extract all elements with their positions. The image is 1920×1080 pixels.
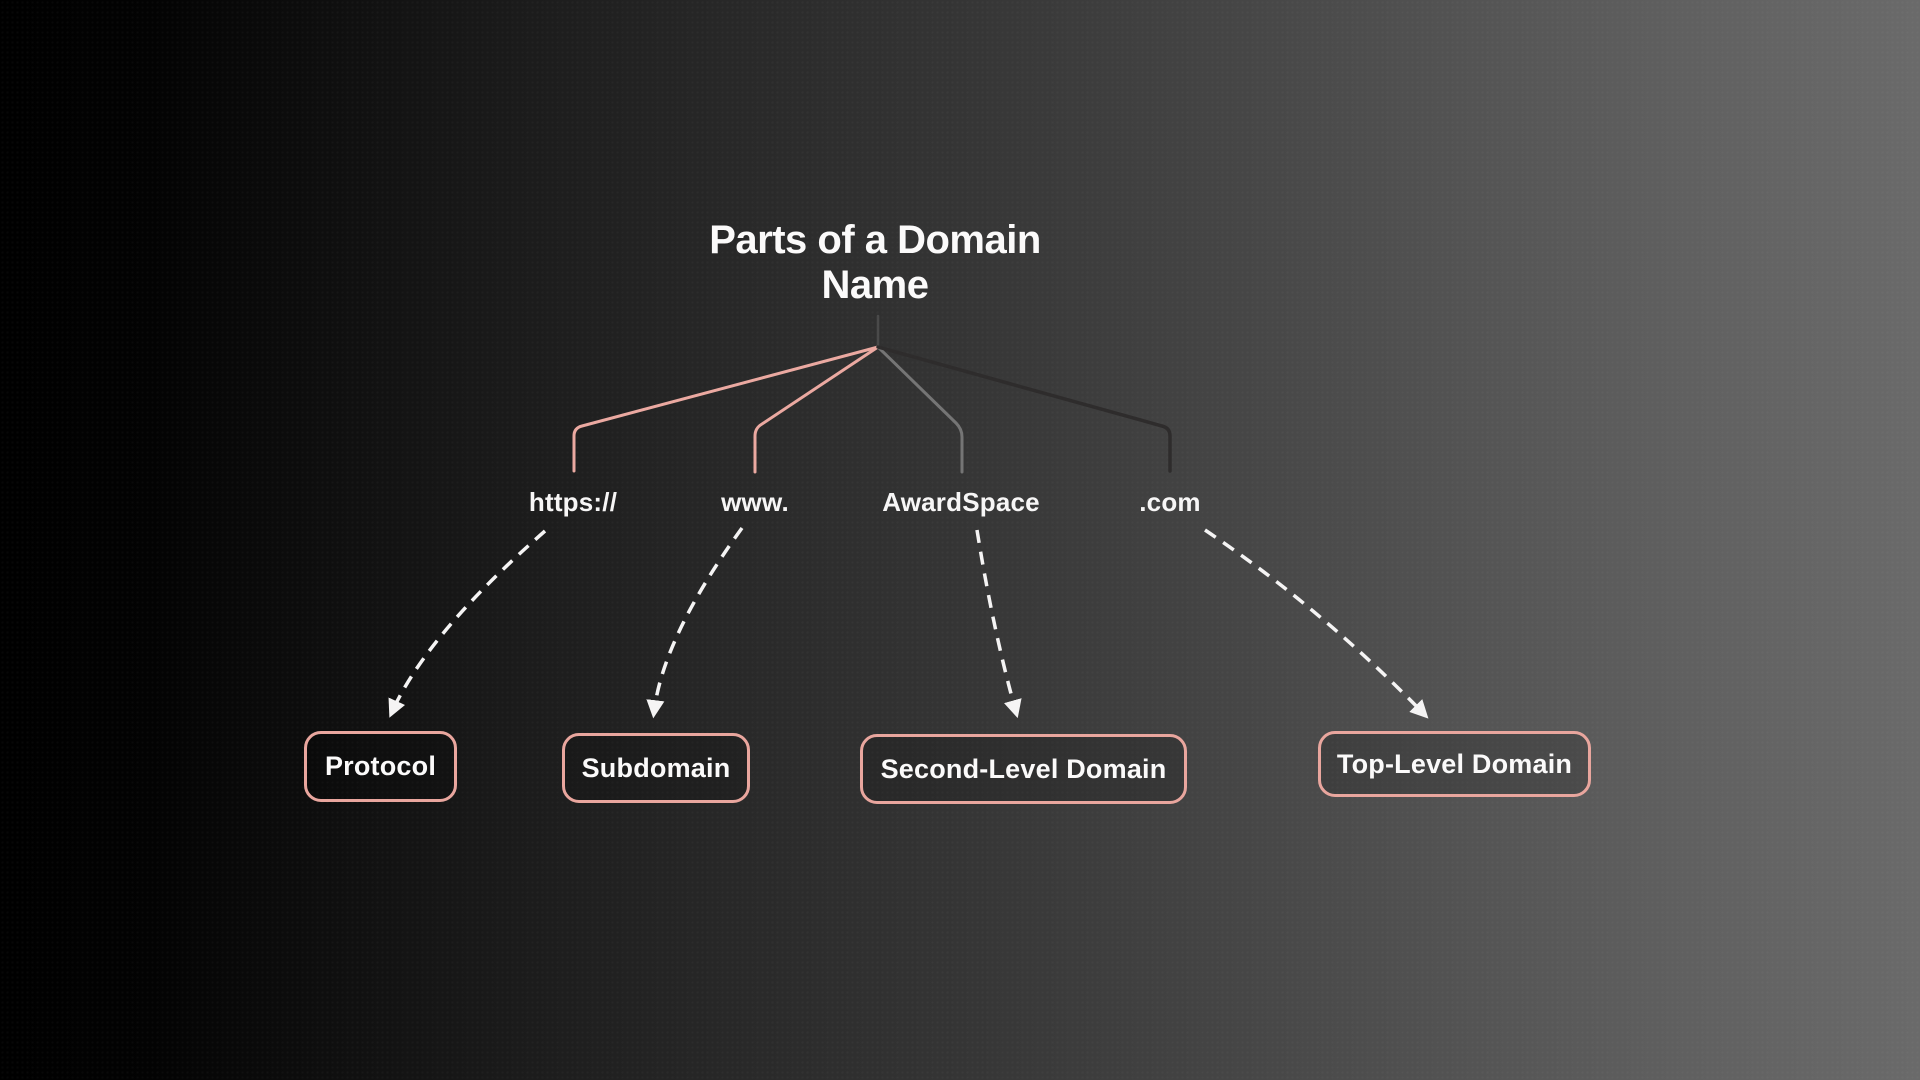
url-part-protocol: https:// bbox=[528, 487, 618, 517]
arrow-awardspace-to-second-level-domain bbox=[975, 529, 1022, 719]
category-box-top-level-domain: Top-Level Domain bbox=[1318, 731, 1591, 797]
category-box-top-level-domain-label: Top-Level Domain bbox=[1336, 748, 1573, 779]
branch-line-protocol bbox=[572, 345, 880, 473]
category-box-second-level-domain-label: Second-Level Domain bbox=[880, 753, 1167, 784]
arrow-https-to-protocol bbox=[388, 529, 547, 718]
diagram-title: Parts of a Domain Name bbox=[709, 218, 1041, 308]
category-box-subdomain: Subdomain bbox=[562, 733, 750, 803]
arrow-com-to-top-level-domain bbox=[1204, 528, 1429, 719]
url-part-second-level-domain: AwardSpace bbox=[882, 487, 1040, 517]
branch-line-top-level-domain bbox=[876, 345, 1172, 473]
category-box-subdomain-label: Subdomain bbox=[581, 752, 731, 783]
category-box-second-level-domain: Second-Level Domain bbox=[860, 734, 1187, 804]
branch-line-subdomain bbox=[753, 345, 880, 474]
arrow-www-to-subdomain bbox=[646, 526, 744, 719]
branch-line-second-level-domain bbox=[876, 345, 964, 474]
category-box-protocol: Protocol bbox=[304, 731, 457, 802]
url-part-subdomain: www. bbox=[721, 487, 789, 517]
diagram-title-line2: Name bbox=[821, 263, 929, 307]
category-box-protocol-label: Protocol bbox=[324, 751, 437, 781]
url-part-top-level-domain: .com bbox=[1139, 487, 1201, 517]
diagram-title-line1: Parts of a Domain bbox=[709, 218, 1041, 262]
